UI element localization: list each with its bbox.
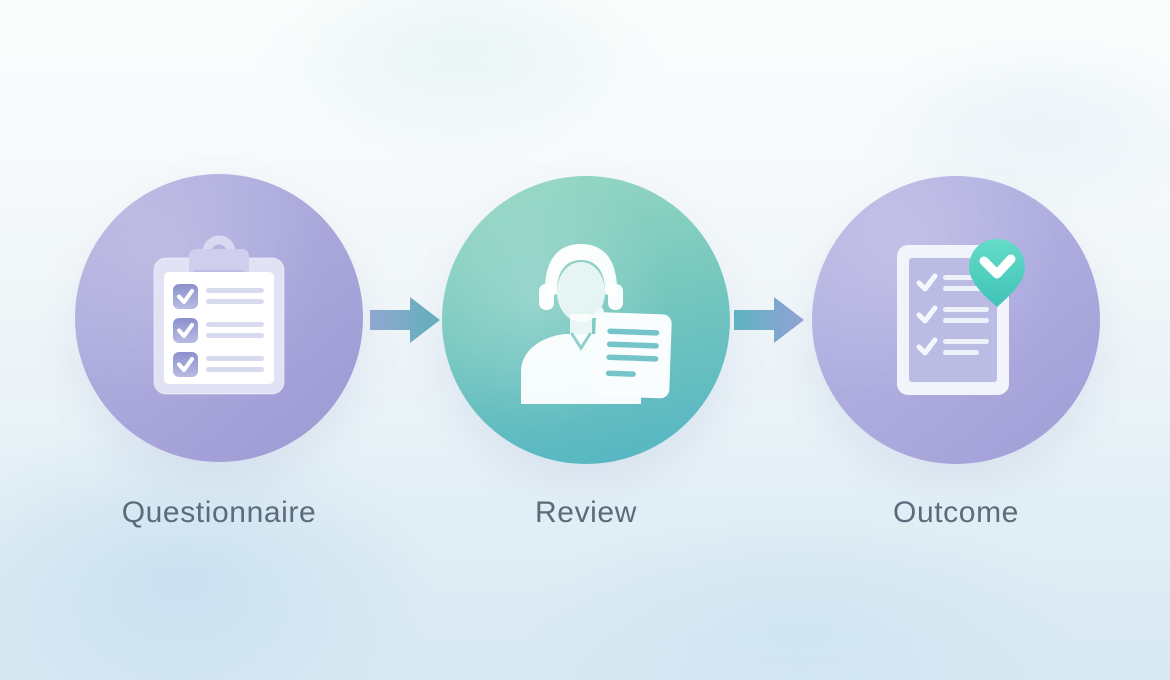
right-arrow-icon — [734, 297, 804, 343]
watercolor-blob — [250, 0, 670, 160]
review-label: Review — [535, 496, 637, 529]
right-arrow-icon — [370, 297, 440, 343]
person-reviewing-document-icon — [521, 244, 672, 404]
clipboard-checklist-icon — [153, 235, 285, 395]
approved-document-badge-icon — [897, 239, 1025, 395]
outcome-circle — [812, 176, 1100, 464]
checkmark-badge-icon — [969, 239, 1025, 307]
questionnaire-label: Questionnaire — [121, 496, 317, 529]
review-circle — [442, 176, 730, 464]
outcome-label: Outcome — [893, 496, 1019, 529]
questionnaire-circle — [75, 174, 363, 462]
